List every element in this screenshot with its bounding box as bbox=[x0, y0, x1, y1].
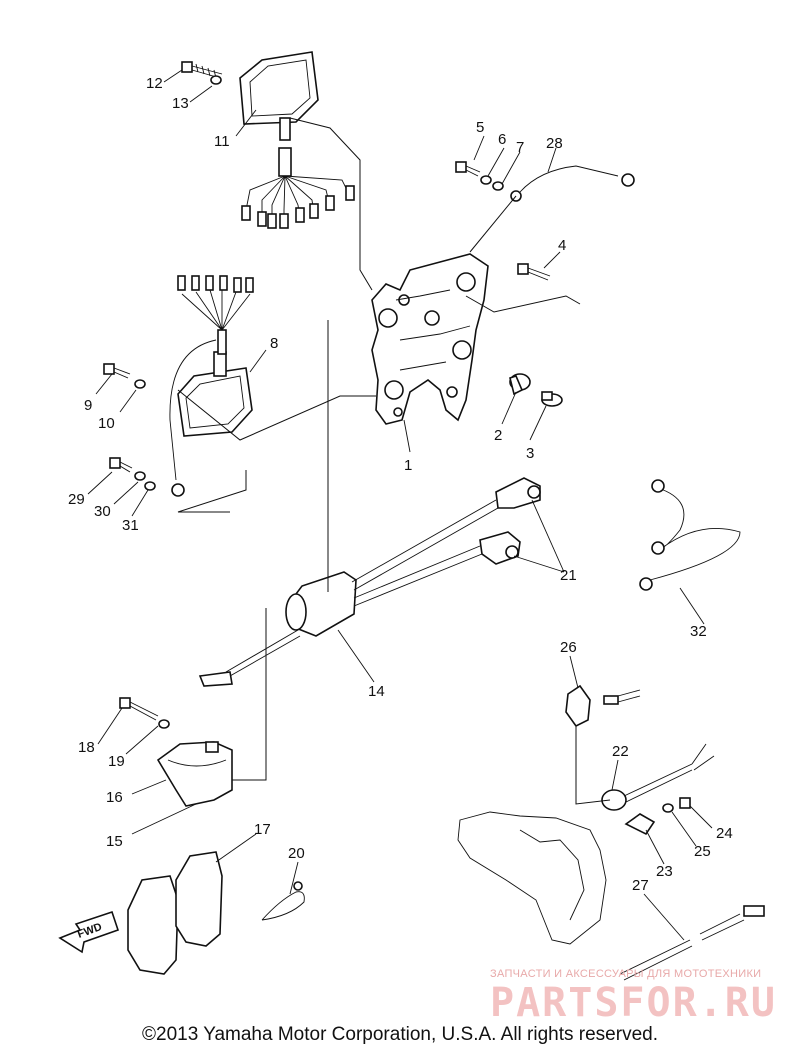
callout-11: 11 bbox=[214, 133, 230, 150]
callout-20: 20 bbox=[288, 845, 305, 862]
callout-numbers: 1 2 3 4 5 6 7 8 9 10 11 12 13 14 15 16 1… bbox=[68, 75, 733, 894]
callout-17: 17 bbox=[254, 821, 271, 838]
screw-12-washer-13 bbox=[181, 61, 223, 85]
part-22-switch bbox=[601, 743, 715, 811]
fwd-arrow-icon: FWD bbox=[58, 910, 120, 954]
callout-6: 6 bbox=[498, 131, 506, 148]
part-20-chain bbox=[261, 881, 305, 921]
watermark-brand: PARTSFOR.RU bbox=[490, 980, 777, 1026]
screw-4 bbox=[517, 263, 551, 281]
leader-lines bbox=[87, 69, 713, 941]
screw-24-washer-25 bbox=[662, 797, 691, 813]
screw-29-washers-30-31 bbox=[109, 457, 156, 491]
callout-12: 12 bbox=[146, 75, 163, 92]
callout-29: 29 bbox=[68, 491, 85, 508]
callout-28: 28 bbox=[546, 135, 563, 152]
callout-8: 8 bbox=[270, 335, 278, 352]
callout-24: 24 bbox=[716, 825, 733, 842]
callout-14: 14 bbox=[368, 683, 385, 700]
part-15-16-coil-bracket bbox=[156, 741, 233, 807]
part-32-leads bbox=[639, 479, 741, 591]
part-11-rectifier bbox=[239, 51, 355, 229]
part-8-cdi-unit bbox=[169, 275, 254, 497]
callout-18: 18 bbox=[78, 739, 95, 756]
copyright-text: ©2013 Yamaha Motor Corporation, U.S.A. A… bbox=[142, 1024, 658, 1045]
callout-10: 10 bbox=[98, 415, 115, 432]
part-17-boots bbox=[127, 851, 223, 975]
callout-4: 4 bbox=[558, 237, 566, 254]
part-3-bushing bbox=[541, 391, 563, 407]
callout-15: 15 bbox=[106, 833, 123, 850]
screw-5-washers bbox=[455, 161, 635, 202]
part-14-ignition-coil bbox=[198, 477, 541, 687]
part-23-cap bbox=[624, 813, 656, 836]
callout-27: 27 bbox=[632, 877, 649, 894]
screw-9-washer-10 bbox=[103, 363, 146, 389]
callout-32: 32 bbox=[690, 623, 707, 640]
callout-22: 22 bbox=[612, 743, 629, 760]
callout-16: 16 bbox=[106, 789, 123, 806]
callout-25: 25 bbox=[694, 843, 711, 860]
screw-18-washer-19 bbox=[119, 697, 170, 729]
part-2-collar bbox=[509, 373, 531, 396]
connection-lines bbox=[177, 117, 611, 805]
callout-30: 30 bbox=[94, 503, 111, 520]
engine-outline bbox=[457, 811, 607, 945]
callout-13: 13 bbox=[172, 95, 189, 112]
callout-2: 2 bbox=[494, 427, 502, 444]
callout-23: 23 bbox=[656, 863, 673, 880]
callout-5: 5 bbox=[476, 119, 484, 136]
callout-21: 21 bbox=[560, 567, 577, 584]
callout-1: 1 bbox=[404, 457, 412, 474]
callout-19: 19 bbox=[108, 753, 125, 770]
callout-3: 3 bbox=[526, 445, 534, 462]
callout-9: 9 bbox=[84, 397, 92, 414]
part-27-harness bbox=[619, 905, 765, 981]
watermark-tagline: ЗАПЧАСТИ И АКСЕССУАРЫ ДЛЯ МОТОТЕХНИКИ bbox=[490, 968, 762, 980]
part-26-clamp bbox=[565, 684, 641, 728]
callout-26: 26 bbox=[560, 639, 577, 656]
callout-31: 31 bbox=[122, 517, 139, 534]
callout-7: 7 bbox=[516, 139, 524, 156]
part-1-bracket bbox=[371, 253, 489, 425]
